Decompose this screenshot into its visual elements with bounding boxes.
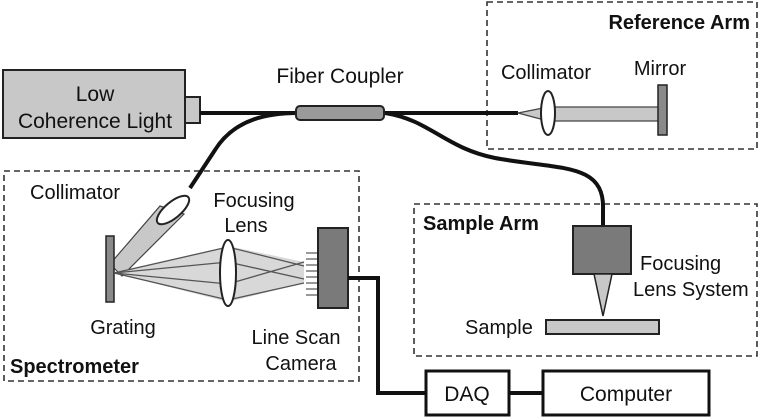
sample-arm-title: Sample Arm — [423, 213, 539, 235]
sample-focused-beam — [593, 273, 613, 317]
daq-label: DAQ — [444, 383, 490, 406]
sample-arm-box — [413, 203, 758, 357]
sample-label: Sample — [465, 317, 533, 339]
computer-box — [541, 369, 711, 417]
reference-collimator-lens — [540, 90, 556, 136]
reference-mirror — [657, 84, 668, 136]
light-source-port — [184, 96, 201, 124]
spectrometer-lens-label-line1: Focusing — [213, 190, 294, 212]
camera-label-line2: Camera — [265, 353, 337, 375]
light-source-label-line1: Low — [76, 83, 115, 106]
spectrometer-focusing-lens — [219, 239, 237, 307]
reference-collimator-label: Collimator — [501, 62, 591, 84]
light-source-box — [2, 69, 186, 139]
sample-lens-label-line1: Focusing — [640, 253, 721, 275]
sample-stage — [545, 319, 660, 335]
line-scan-camera-body — [317, 227, 349, 309]
reference-collimated-beam — [517, 106, 664, 122]
camera-sensor-pixels — [306, 252, 318, 296]
computer-label: Computer — [580, 383, 672, 406]
sample-focusing-lens-body — [572, 225, 632, 275]
grating-label: Grating — [90, 317, 156, 339]
reference-arm-title: Reference Arm — [608, 12, 750, 34]
spectrometer-collimator-label: Collimator — [30, 182, 120, 204]
daq-box — [424, 369, 511, 417]
sample-lens-label-line2: Lens System — [633, 279, 749, 301]
fiber-coupler-label: Fiber Coupler — [276, 65, 403, 88]
spectrometer-title: Spectrometer — [10, 356, 139, 378]
fiber-coupler-to-spectrometer — [188, 111, 299, 190]
fiber-coupler-to-sample — [384, 111, 606, 226]
spectrometer-lens-label-line2: Lens — [224, 215, 267, 237]
grating — [105, 235, 115, 303]
reference-arm-box — [486, 1, 758, 150]
light-source-label-line2: Coherence Light — [18, 110, 172, 133]
spectrometer-collimator-lens — [155, 194, 191, 226]
reference-mirror-label: Mirror — [634, 58, 687, 80]
camera-label-line1: Line Scan — [252, 327, 341, 349]
cable-camera-to-daq — [348, 276, 426, 395]
fiber-coupler — [295, 105, 385, 121]
